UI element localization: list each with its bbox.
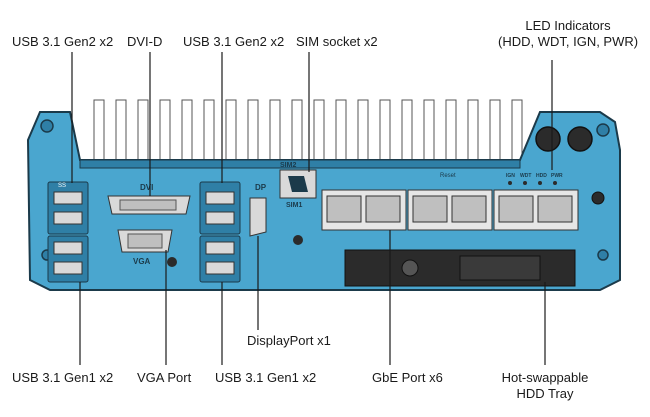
wdt-panel-label: WDT (520, 173, 531, 179)
displayport-port: DP (249, 183, 303, 245)
callout-hdd-tray: Hot-swappable HDD Tray (490, 370, 600, 402)
callout-hdd-line2: HDD Tray (516, 386, 574, 401)
pwr-panel-label: PWR (551, 173, 563, 179)
usb-gen2-left-ports: SS (47, 181, 89, 235)
led-indicators: IGN WDT HDD PWR (506, 173, 563, 185)
antenna-connector-icon (567, 126, 593, 152)
gbe-ports (321, 189, 579, 231)
hdd-panel-label: HDD (536, 173, 547, 179)
callout-sim-socket: SIM socket x2 (296, 34, 378, 49)
callout-dvi: DVI-D (127, 34, 163, 49)
usb-gen2-mid-ports (199, 181, 241, 235)
callout-led-indicators: LED Indicators (HDD, WDT, IGN, PWR) (498, 18, 638, 50)
mounting-hole-icon (40, 119, 54, 133)
svg-text:SS: SS (58, 183, 66, 189)
callout-vga-port: VGA Port (137, 370, 192, 385)
heatsink-fins (93, 99, 523, 161)
dp-panel-label: DP (255, 183, 267, 192)
callout-usb-gen2-left: USB 3.1 Gen2 x2 (12, 34, 114, 49)
callout-hdd-line1: Hot-swappable (501, 370, 589, 385)
sim-socket: SIM2 SIM1 (279, 162, 317, 209)
callout-usb-gen1-left: USB 3.1 Gen1 x2 (12, 370, 114, 385)
callout-gbe: GbE Port x6 (372, 370, 443, 385)
callout-displayport: DisplayPort x1 (247, 333, 331, 348)
sim2-panel-label: SIM2 (280, 162, 296, 169)
callout-usb-gen2-mid: USB 3.1 Gen2 x2 (183, 34, 285, 49)
dvi-port: DVI (107, 183, 191, 215)
callout-usb-gen1-mid: USB 3.1 Gen1 x2 (215, 370, 317, 385)
usb-gen1-mid-ports (199, 235, 241, 283)
power-button-icon (591, 191, 605, 205)
ign-panel-label: IGN (506, 173, 515, 179)
reset-panel-label: Reset (440, 173, 456, 179)
dvi-panel-label: DVI (140, 183, 153, 192)
antenna-connector-icon (535, 126, 561, 152)
hdd-tray (344, 249, 576, 287)
chassis-top-edge (79, 159, 521, 169)
usb-gen1-left-ports (47, 235, 89, 283)
callout-led-line2: (HDD, WDT, IGN, PWR) (498, 34, 639, 49)
leader-lines (71, 52, 553, 365)
sim1-panel-label: SIM1 (286, 202, 302, 209)
mounting-hole-icon (597, 249, 609, 261)
callout-led-line1: LED Indicators (525, 18, 611, 33)
vga-port: VGA (117, 229, 177, 267)
mounting-hole-icon (596, 123, 610, 137)
vga-panel-label: VGA (133, 257, 151, 266)
